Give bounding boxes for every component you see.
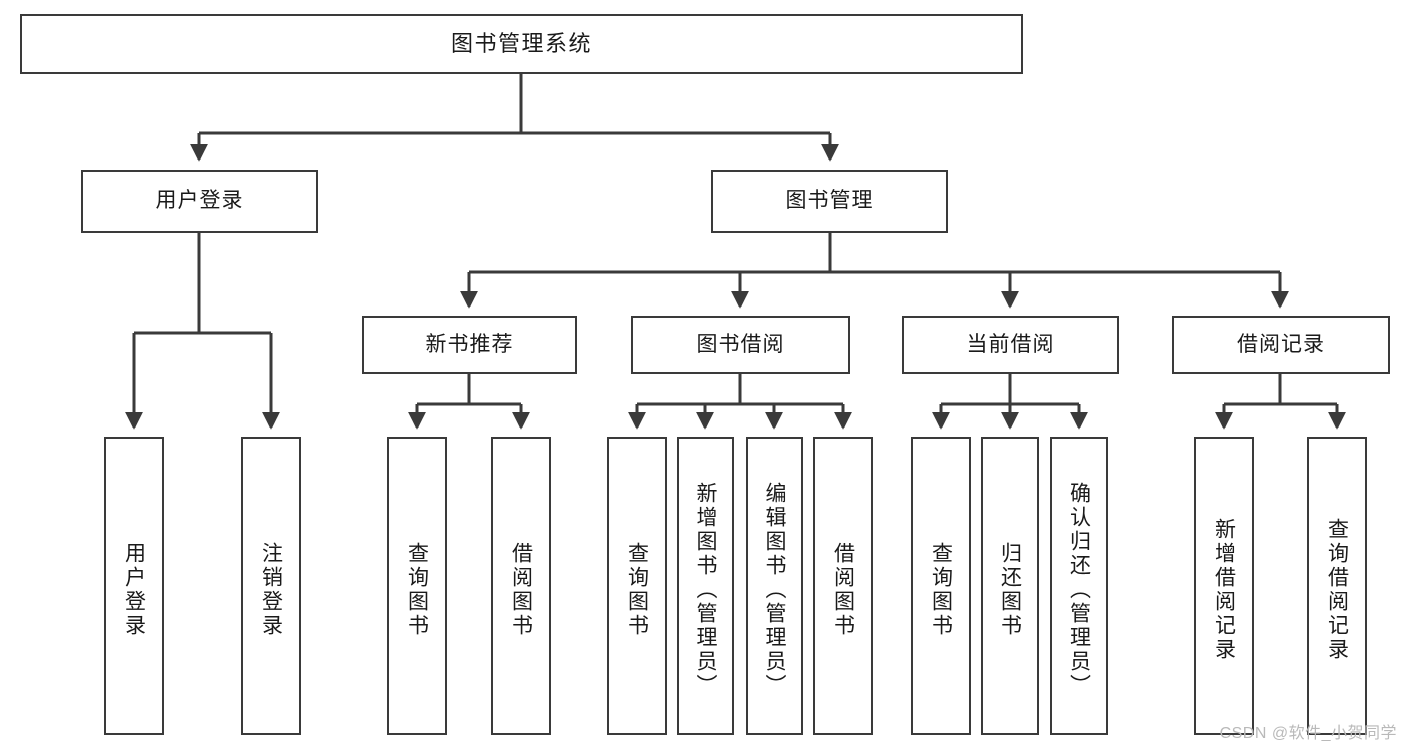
leaf-edit-book[interactable]: 编辑图书（管理员） — [746, 437, 803, 735]
node-root-book-management-system[interactable]: 图书管理系统 — [20, 14, 1023, 74]
node-label: 图书管理 — [785, 189, 874, 213]
node-label: 借阅图书 — [509, 542, 533, 638]
node-user-login[interactable]: 用户登录 — [81, 170, 318, 233]
leaf-logout[interactable]: 注销登录 — [241, 437, 301, 735]
leaf-add-record[interactable]: 新增借阅记录 — [1194, 437, 1254, 735]
node-label: 借阅记录 — [1237, 332, 1325, 356]
leaf-return-book[interactable]: 归还图书 — [981, 437, 1039, 735]
node-label: 用户登录 — [155, 189, 244, 213]
node-label: 确认归还（管理员） — [1067, 482, 1091, 698]
leaf-query-book-2[interactable]: 查询图书 — [607, 437, 667, 735]
node-new-book-rec[interactable]: 新书推荐 — [362, 316, 577, 374]
node-label: 借阅图书 — [831, 542, 855, 638]
node-label: 查询借阅记录 — [1325, 518, 1349, 662]
leaf-confirm-return[interactable]: 确认归还（管理员） — [1050, 437, 1108, 735]
node-label: 当前借阅 — [966, 332, 1055, 356]
node-label: 归还图书 — [998, 542, 1022, 638]
node-label: 查询图书 — [625, 542, 649, 638]
node-label: 注销登录 — [259, 542, 283, 638]
node-label: 新增图书（管理员） — [694, 482, 717, 698]
leaf-borrow-book-2[interactable]: 借阅图书 — [813, 437, 873, 735]
node-book-borrow[interactable]: 图书借阅 — [631, 316, 850, 374]
leaf-query-record[interactable]: 查询借阅记录 — [1307, 437, 1367, 735]
leaf-add-book[interactable]: 新增图书（管理员） — [677, 437, 734, 735]
leaf-borrow-book-1[interactable]: 借阅图书 — [491, 437, 551, 735]
node-label: 新书推荐 — [425, 332, 514, 356]
node-label: 用户登录 — [122, 542, 146, 638]
csdn-watermark: CSDN @软件_小贺同学 — [1219, 725, 1397, 742]
leaf-user-login[interactable]: 用户登录 — [104, 437, 164, 735]
node-label: 编辑图书（管理员） — [763, 482, 786, 698]
node-current-borrow[interactable]: 当前借阅 — [902, 316, 1119, 374]
node-book-manage[interactable]: 图书管理 — [711, 170, 948, 233]
node-label: 查询图书 — [929, 542, 953, 638]
node-label: 图书借阅 — [696, 332, 785, 356]
node-label: 新增借阅记录 — [1212, 518, 1236, 662]
leaf-query-book-3[interactable]: 查询图书 — [911, 437, 971, 735]
node-label: 查询图书 — [405, 542, 429, 638]
node-label: 图书管理系统 — [450, 31, 592, 57]
node-borrow-record[interactable]: 借阅记录 — [1172, 316, 1390, 374]
leaf-query-book-1[interactable]: 查询图书 — [387, 437, 447, 735]
